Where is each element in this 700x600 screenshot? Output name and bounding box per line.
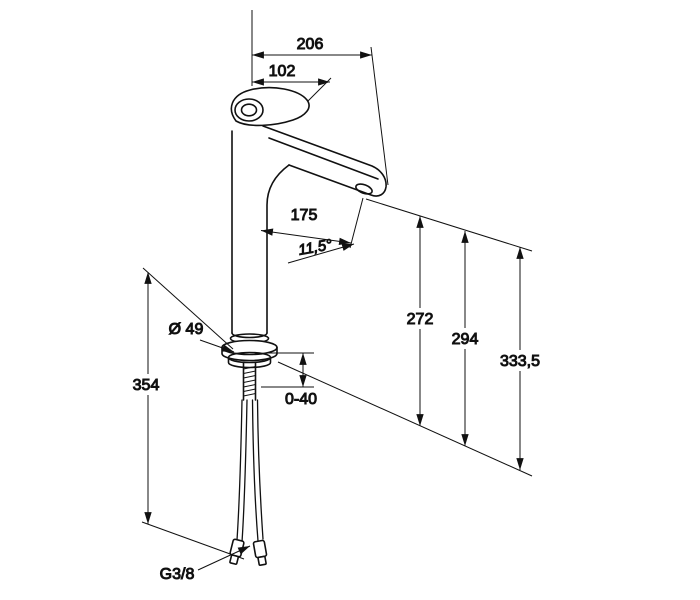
- supply-hoses: [236, 399, 264, 543]
- body-base-arc: [231, 332, 268, 339]
- label-mask-354: [127, 374, 165, 395]
- spout-inner-edge: [268, 137, 379, 180]
- dim-total-reach: 206: [251, 36, 389, 186]
- dim-label-thread: G3/8: [160, 566, 195, 583]
- dim-height-272: 272: [402, 216, 438, 426]
- angle-reference-line: [287, 243, 355, 264]
- dim-deck-thickness: 0-40: [261, 352, 318, 409]
- extension-outlet: [349, 197, 364, 249]
- dim-line-175: [260, 228, 352, 246]
- label-mask-3335: [495, 350, 545, 371]
- extension-354-top: [142, 267, 234, 350]
- dim-label-354: 354: [133, 377, 160, 394]
- dim-height-total: 333,5: [495, 246, 545, 470]
- dim-label-0-40: 0-40: [285, 391, 317, 408]
- flange-main-side: [221, 346, 278, 362]
- extension-bottom-plane-diagonal: [277, 361, 533, 477]
- handle-pivot-inner: [240, 103, 258, 117]
- dim-below-deck: 354: [127, 267, 245, 560]
- shank-threads: [243, 366, 256, 397]
- handle-pivot-outer: [234, 98, 264, 122]
- faucet-illustration: [221, 86, 387, 567]
- dim-label-102: 102: [269, 63, 296, 80]
- dim-label-angle: 11,5°: [297, 236, 334, 259]
- dim-label-294: 294: [452, 331, 479, 348]
- label-mask-272: [402, 308, 438, 329]
- spout-outline: [262, 125, 387, 197]
- dim-label-206: 206: [297, 36, 324, 53]
- extension-handle-tip: [307, 77, 332, 102]
- dim-spout-reach: 175: [260, 197, 364, 249]
- extension-top-plane-diagonal: [365, 198, 533, 252]
- dim-height-294: 294: [446, 231, 484, 446]
- dim-label-272: 272: [407, 311, 434, 328]
- hose-connector-left: [229, 538, 245, 565]
- dimension-layer: 206 102 175 11,5°: [127, 10, 545, 584]
- dim-spout-angle: 11,5°: [287, 236, 355, 264]
- leader-diameter: [199, 339, 235, 353]
- dim-base-diameter: Ø 49: [168, 321, 235, 353]
- spout-outlet: [355, 183, 373, 195]
- label-mask-294: [446, 328, 484, 349]
- extension-354-bottom: [141, 521, 245, 560]
- hose-connector-right: [252, 539, 268, 567]
- dim-label-175: 175: [291, 207, 318, 224]
- body-outline: [231, 130, 290, 334]
- dim-handle-reach: 102: [251, 63, 332, 102]
- dim-label-3335: 333,5: [500, 353, 540, 370]
- dim-connection-thread: G3/8: [159, 545, 251, 584]
- leader-thread: [197, 545, 251, 571]
- extension-spout-tip: [370, 46, 389, 186]
- dim-label-diameter: Ø 49: [169, 321, 204, 338]
